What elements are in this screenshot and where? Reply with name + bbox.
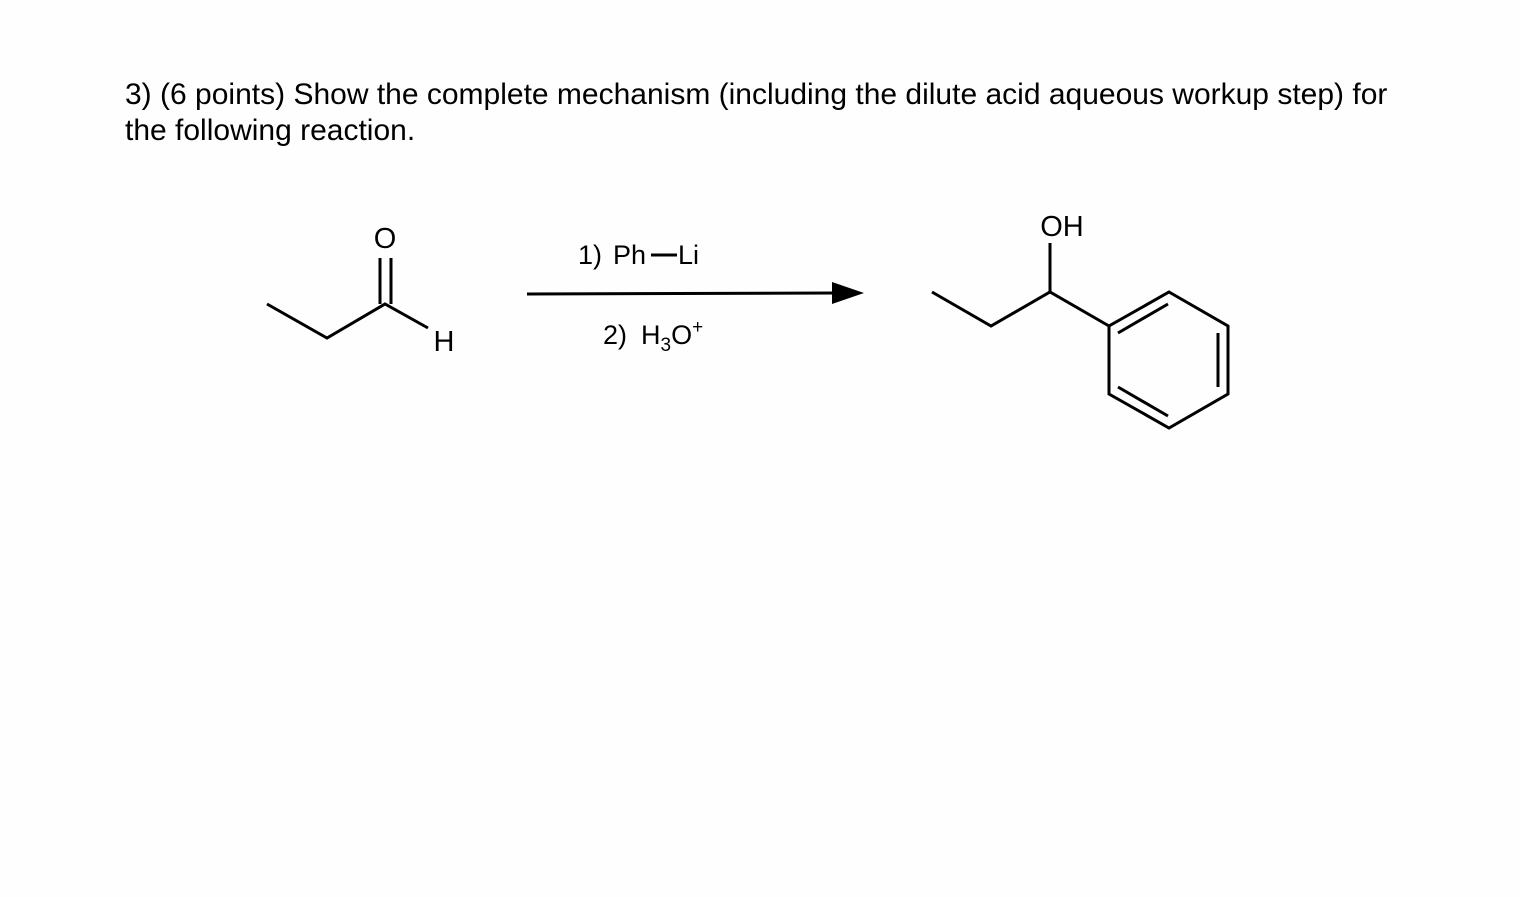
question-text: 3) (6 points) Show the complete mechanis… (125, 77, 1405, 149)
reaction-arrow-head (832, 282, 864, 304)
reactant-oxygen-label: O (374, 223, 397, 255)
reaction-arrow-shaft (526, 291, 837, 296)
reactant-propanal: O H (266, 223, 455, 358)
reagent-step2-charge: + (692, 317, 703, 338)
product-alcohol: OH (931, 211, 1230, 430)
question-prompt: Show the complete mechanism (including t… (125, 78, 1388, 147)
reactant-hydrogen-label: H (434, 326, 455, 358)
product-benzene-double-bond-a (1117, 302, 1169, 335)
product-hydroxyl-label: OH (1040, 211, 1084, 243)
question-points: (6 points) (160, 78, 286, 111)
reagent-step2-h: H (641, 320, 661, 350)
reagent-step2: 2) H3O+ (603, 317, 703, 356)
reaction-arrow-group: 1) Ph Li 2) H3O+ (526, 240, 864, 356)
question-number: 3) (125, 78, 152, 111)
product-benzene-double-bond-c (1117, 385, 1169, 418)
reagent-step1-group: Ph (613, 240, 646, 270)
reagent-step1-metal: Li (678, 240, 699, 270)
product-carbon-chain (931, 290, 1110, 328)
reagent-step1-number: 1) (578, 240, 602, 270)
reagent-step2-o: O (671, 320, 692, 350)
reagent-step2-number: 2) (603, 320, 627, 350)
reactant-carbon-chain (266, 302, 429, 340)
product-benzene-ring (1107, 290, 1230, 430)
reagent-step2-subscript: 3 (661, 335, 672, 356)
reagent-step1: 1) Ph (578, 240, 646, 270)
